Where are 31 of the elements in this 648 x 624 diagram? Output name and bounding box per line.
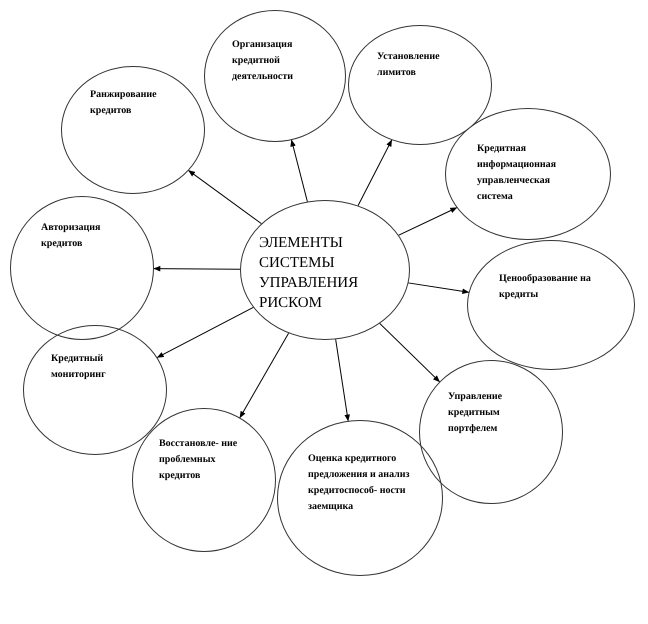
arrow xyxy=(239,332,290,418)
arrow xyxy=(398,207,458,236)
central-ellipse xyxy=(240,200,410,340)
node-label: Кредитная информационная управленческая система xyxy=(477,142,558,204)
node-label: ЭЛЕМЕНТЫ СИСТЕМЫ УПРАВЛЕНИЯ РИСКОМ xyxy=(259,234,360,313)
arrow xyxy=(290,140,308,202)
arrow xyxy=(408,282,470,294)
ellipse-node xyxy=(204,10,346,142)
node-label: Восстановле- ние проблемных кредитов xyxy=(159,437,238,483)
arrow xyxy=(335,338,350,422)
ellipse-node xyxy=(10,196,154,340)
node-label: Авторизация кредитов xyxy=(41,221,102,251)
node-label: Оценка кредитного предложения и анализ кредитоспособ- ности заемщика xyxy=(308,452,411,514)
ellipse-node xyxy=(467,240,635,370)
node-label: Установление лимитов xyxy=(377,50,441,80)
node-label: Организация кредитной деятельности xyxy=(232,38,294,84)
ellipse-node xyxy=(277,420,443,576)
ellipse-node xyxy=(132,408,276,552)
node-label: Кредитный мониторинг xyxy=(51,352,107,382)
node-label: Управление кредитным портфелем xyxy=(448,390,504,436)
node-label: Ранжирование кредитов xyxy=(90,88,158,118)
arrow xyxy=(379,323,440,382)
node-label: Ценообразование на кредиты xyxy=(499,272,592,302)
ellipse-node xyxy=(445,108,611,240)
ellipse-node xyxy=(348,25,492,145)
ellipse-node xyxy=(419,360,563,504)
arrow xyxy=(156,306,254,358)
arrow xyxy=(188,170,262,224)
arrow xyxy=(153,266,240,272)
ellipse-node xyxy=(61,66,205,194)
arrow xyxy=(358,140,392,206)
